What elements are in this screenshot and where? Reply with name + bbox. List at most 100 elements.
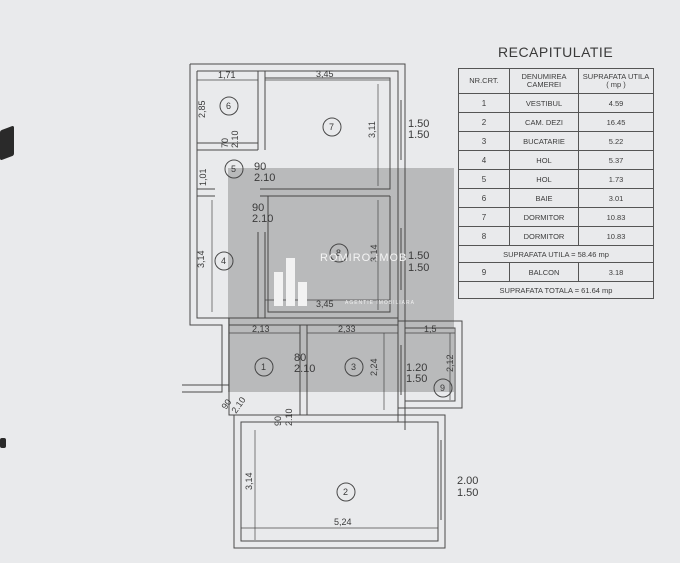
row-area: 3.18 [578, 262, 654, 282]
watermark-overlay [228, 168, 454, 392]
wall-between-7-8 [260, 188, 390, 197]
dim-150-mid-b: 1.50 [408, 262, 429, 274]
row-nr: 9 [458, 262, 510, 282]
dim-150-mid: 1.50 [408, 250, 429, 262]
row-name: VESTIBUL [509, 93, 579, 113]
row-name: HOL [509, 169, 579, 189]
row-area: 5.22 [578, 131, 654, 151]
room-number-1: 1 [261, 362, 266, 372]
wall-room8-inner [267, 196, 391, 313]
grand-total-row: SUPRAFATA TOTALA = 61.64 mp [458, 281, 654, 299]
dim-210-f: 2.10 [284, 408, 294, 426]
room-number-2: 2 [343, 487, 348, 497]
row-area: 10.83 [578, 207, 654, 227]
dim-224: 2,24 [369, 358, 379, 376]
room-number-9: 9 [440, 383, 445, 393]
watermark-tagline: AGENTIE IMOBILIARA [345, 300, 415, 306]
dim-line-vertical-b [211, 200, 451, 540]
room-circle-4 [214, 251, 234, 271]
row-area: 3.01 [578, 188, 654, 208]
wall-balcony [398, 320, 463, 409]
dim-311: 3,11 [367, 121, 377, 138]
dim-210-c: 2.10 [252, 213, 273, 225]
dim-213: 2,13 [252, 324, 270, 334]
dim-101: 1,01 [198, 168, 208, 186]
room-circle-5 [224, 159, 244, 179]
dim-345-bot: 3,45 [316, 299, 334, 309]
table-row: 3 BUCATARIE 5.22 [458, 131, 654, 151]
wall-living [233, 414, 446, 549]
useful-total: SUPRAFATA UTILA = 58.46 mp [458, 245, 654, 263]
row-nr: 5 [458, 169, 510, 189]
room-circle-1 [254, 357, 274, 377]
row-nr: 8 [458, 226, 510, 246]
grand-total: SUPRAFATA TOTALA = 61.64 mp [458, 281, 654, 299]
row-area: 1.73 [578, 169, 654, 189]
room-number-5: 5 [231, 164, 236, 174]
dim-120: 1.20 [406, 362, 427, 374]
dim-314-left: 3,14 [196, 250, 206, 268]
header-name: DENUMIREA CAMEREI [509, 68, 579, 94]
header-area: SUPRAFATA UTILA ( mp ) [578, 68, 654, 94]
row-name: HOL [509, 150, 579, 170]
room-circle-6 [219, 96, 239, 116]
row-nr: 1 [458, 93, 510, 113]
dim-285: 2,85 [197, 100, 207, 118]
dim-210-a: 2.10 [230, 130, 240, 148]
wall-hol-right [257, 232, 266, 318]
dim-314-mid: 3,14 [369, 244, 379, 262]
table-row: 1 VESTIBUL 4.59 [458, 93, 654, 113]
room-circle-3 [344, 357, 364, 377]
dim-90-d: 90 [273, 416, 283, 426]
dim-90-c: 90 [219, 397, 233, 411]
dim-212: 2,12 [445, 354, 455, 372]
dim-90-a: 90 [254, 161, 266, 173]
dim-233: 2,33 [338, 324, 356, 334]
dim-524: 5,24 [334, 517, 352, 527]
watermark-brand: ROMIRO IMOB [320, 252, 408, 264]
row-name: CAM. DEZI [509, 112, 579, 132]
room-number-4: 4 [221, 256, 226, 266]
dim-150-top: 1.50 [408, 118, 429, 130]
dim-80: 80 [294, 352, 306, 364]
dim-70: 70 [220, 138, 230, 148]
table-row: 4 HOL 5.37 [458, 150, 654, 170]
row-name: BALCON [509, 262, 579, 282]
recap-title: RECAPITULATIE [498, 44, 614, 60]
dim-150-bot: 1.50 [457, 487, 478, 499]
room-circle-8 [329, 243, 349, 263]
row-area: 5.37 [578, 150, 654, 170]
header-nr: NR.CRT. [458, 68, 510, 94]
row-area: 10.83 [578, 226, 654, 246]
dim-171: 1,71 [218, 70, 236, 80]
table-row: 9 BALCON 3.18 [458, 262, 654, 282]
dim-150-low: 1.50 [406, 373, 427, 385]
wall-hol [197, 188, 215, 197]
dim-210-e: 2.10 [229, 395, 247, 415]
room-number-8: 8 [336, 248, 341, 258]
table-row: 6 BAIE 3.01 [458, 188, 654, 208]
dim-90-b: 90 [252, 202, 264, 214]
useful-total-row: SUPRAFATA UTILA = 58.46 mp [458, 245, 654, 263]
row-area: 4.59 [578, 93, 654, 113]
row-nr: 3 [458, 131, 510, 151]
dim-345-top: 3,45 [316, 69, 334, 79]
row-name: BAIE [509, 188, 579, 208]
wall-bath [197, 71, 266, 151]
recap-header-row: NR.CRT. DENUMIREA CAMEREI SUPRAFATA UTIL… [458, 68, 654, 94]
table-row: 2 CAM. DEZI 16.45 [458, 112, 654, 132]
dim-210-b: 2.10 [254, 172, 275, 184]
table-row: 7 DORMITOR 10.83 [458, 207, 654, 227]
room-number-3: 3 [351, 362, 356, 372]
dim-15: 1,5 [424, 324, 437, 334]
row-nr: 2 [458, 112, 510, 132]
table-row: 5 HOL 1.73 [458, 169, 654, 189]
window-room8 [397, 228, 406, 290]
room-circle-9 [433, 378, 453, 398]
row-nr: 6 [458, 188, 510, 208]
row-name: BUCATARIE [509, 131, 579, 151]
room-circle-2 [336, 482, 356, 502]
room-circle-7 [322, 117, 342, 137]
